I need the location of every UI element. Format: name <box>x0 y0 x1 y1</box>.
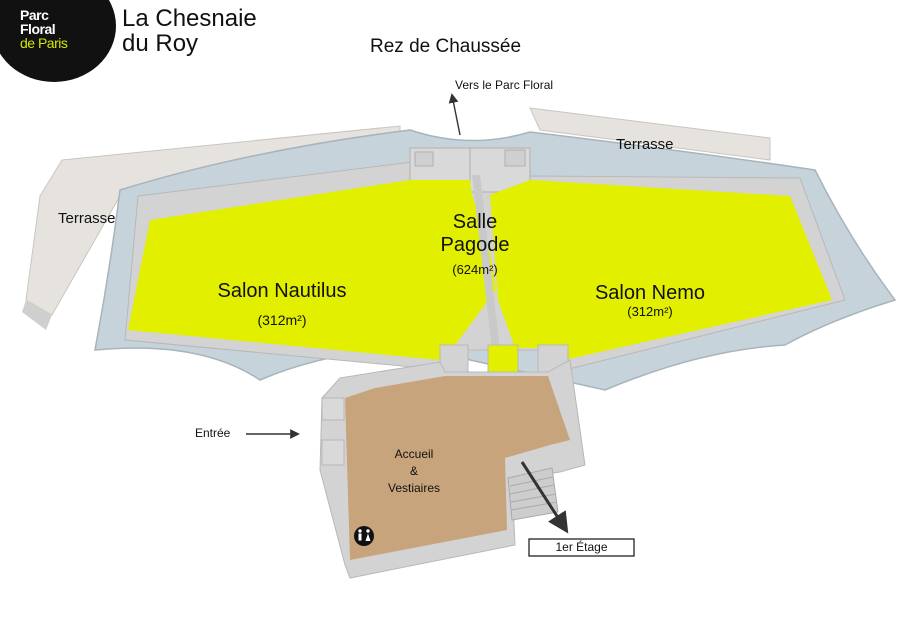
terrasse-right-area <box>529 107 771 161</box>
etage-label: 1er Étage <box>555 540 608 554</box>
venue-name-line-2: du Roy <box>122 30 199 57</box>
salon-nemo-area: (312m²) <box>627 304 673 319</box>
salon-nautilus-floor <box>128 180 496 360</box>
entrance-door-left-top <box>321 397 345 421</box>
terrasse-left-area <box>25 125 401 316</box>
parc-floral-logo: Parc Floral de Paris <box>0 0 116 82</box>
logo-line-1: Parc <box>20 7 49 23</box>
venue-name-line-1: La Chesnaie <box>122 5 257 32</box>
salon-nautilus-area: (312m²) <box>257 312 307 328</box>
accueil-line-2: & <box>409 464 418 478</box>
etage-arrow <box>520 461 569 534</box>
stairs <box>507 467 559 521</box>
salon-nemo-floor <box>490 180 832 362</box>
terrasse-left-label: Terrasse <box>58 210 116 227</box>
accueil-label: Accueil & Vestiaires <box>366 446 462 497</box>
accueil-line-3: Vestiaires <box>387 481 441 495</box>
terrasse-left-edge <box>22 300 52 330</box>
etage-box-frame <box>528 538 635 557</box>
vers-parc-label: Vers le Parc Floral <box>455 78 554 92</box>
terrasse-right-label: Terrasse <box>616 136 674 153</box>
floor-title: Rez de Chaussée <box>370 36 522 57</box>
logo-line-2: Floral <box>20 21 56 37</box>
logo-line-3: de Paris <box>20 35 68 51</box>
salle-pagode-line-2: Pagode <box>440 234 510 256</box>
restroom-icon <box>354 526 374 546</box>
venue-name: La Chesnaie du Roy <box>122 6 257 56</box>
salle-pagode-line-1: Salle <box>452 211 498 233</box>
connectors <box>439 344 569 376</box>
central-partition <box>472 175 500 350</box>
accueil-floor <box>345 376 570 560</box>
entrance-door-left-bottom <box>321 439 345 466</box>
salon-nemo-name: Salon Nemo <box>594 282 706 304</box>
vers-parc-arrow <box>448 93 461 136</box>
salle-pagode-label: Salle Pagode <box>420 211 530 257</box>
entree-label: Entrée <box>195 426 231 440</box>
salon-nautilus-name: Salon Nautilus <box>217 280 347 302</box>
accueil-line-1: Accueil <box>394 447 434 461</box>
salle-pagode-area: (624m²) <box>452 262 498 277</box>
